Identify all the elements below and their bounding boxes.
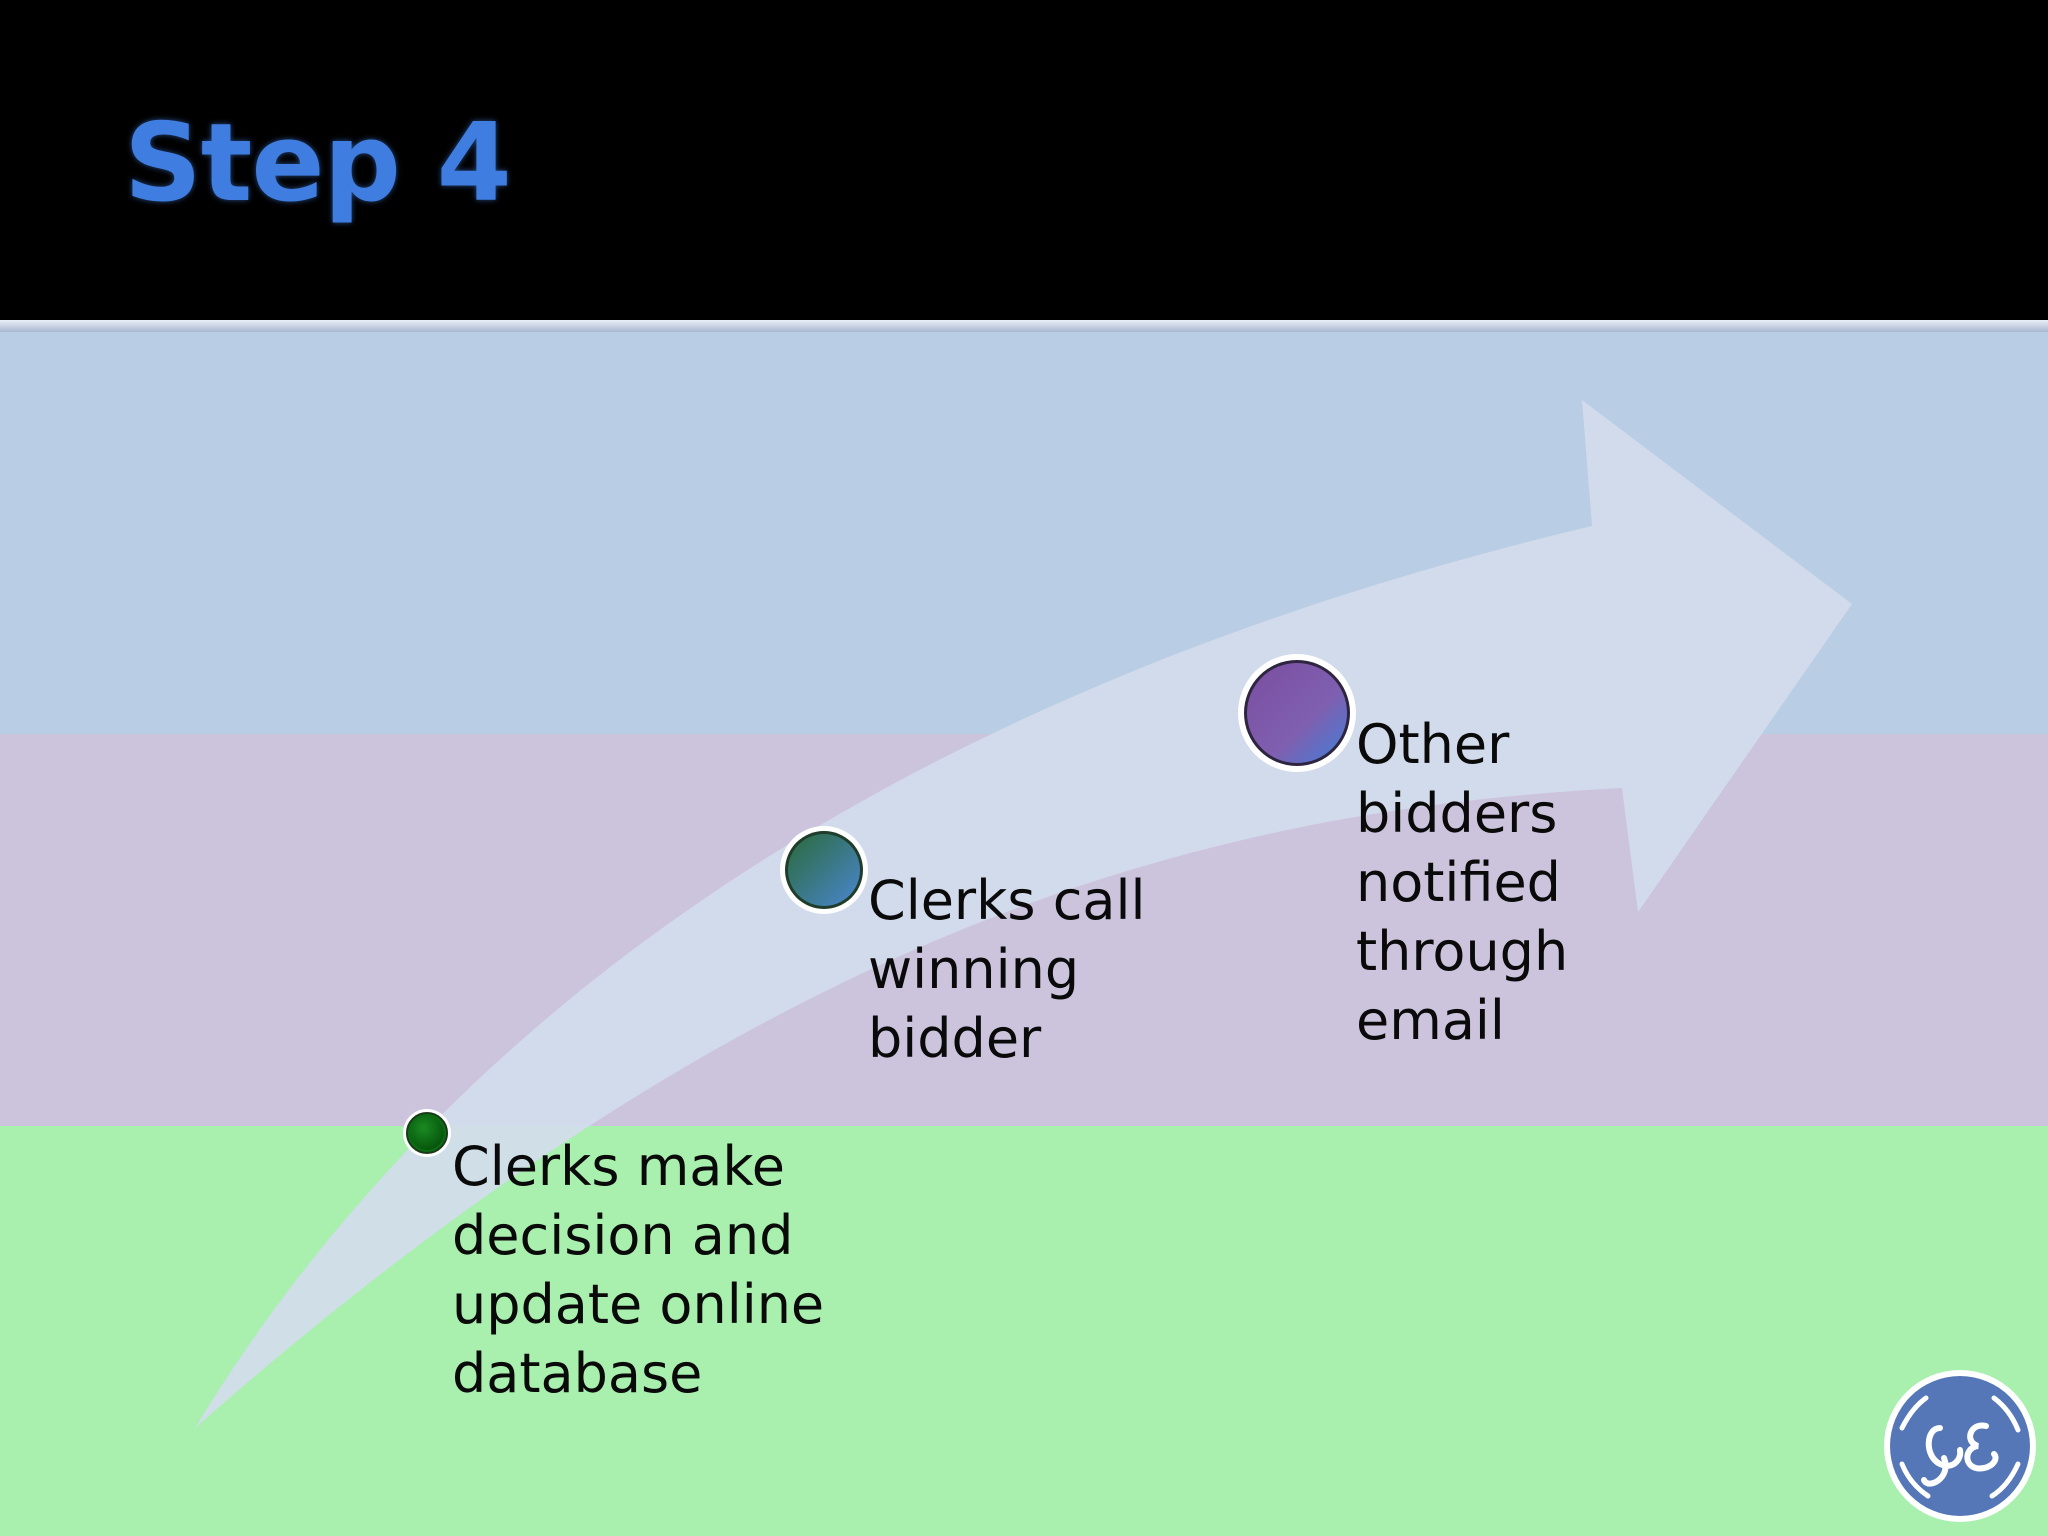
- step-label-3: Other bidders notified through email: [1356, 713, 1569, 1052]
- step-label-1: Clerks make decision and update online d…: [452, 1135, 825, 1405]
- step-marker-2: [780, 826, 868, 914]
- header-divider: [0, 320, 2048, 332]
- curved-arrow: [195, 400, 1852, 1428]
- step-marker-1: [403, 1109, 451, 1157]
- slide-title: Step 4: [124, 101, 512, 226]
- ge-logo: [1884, 1370, 2036, 1522]
- step-marker-3: [1238, 654, 1356, 772]
- step-label-2: Clerks call winning bidder: [868, 869, 1146, 1070]
- background-band-green: [0, 1126, 2048, 1536]
- header-bar: Step 4: [0, 0, 2048, 320]
